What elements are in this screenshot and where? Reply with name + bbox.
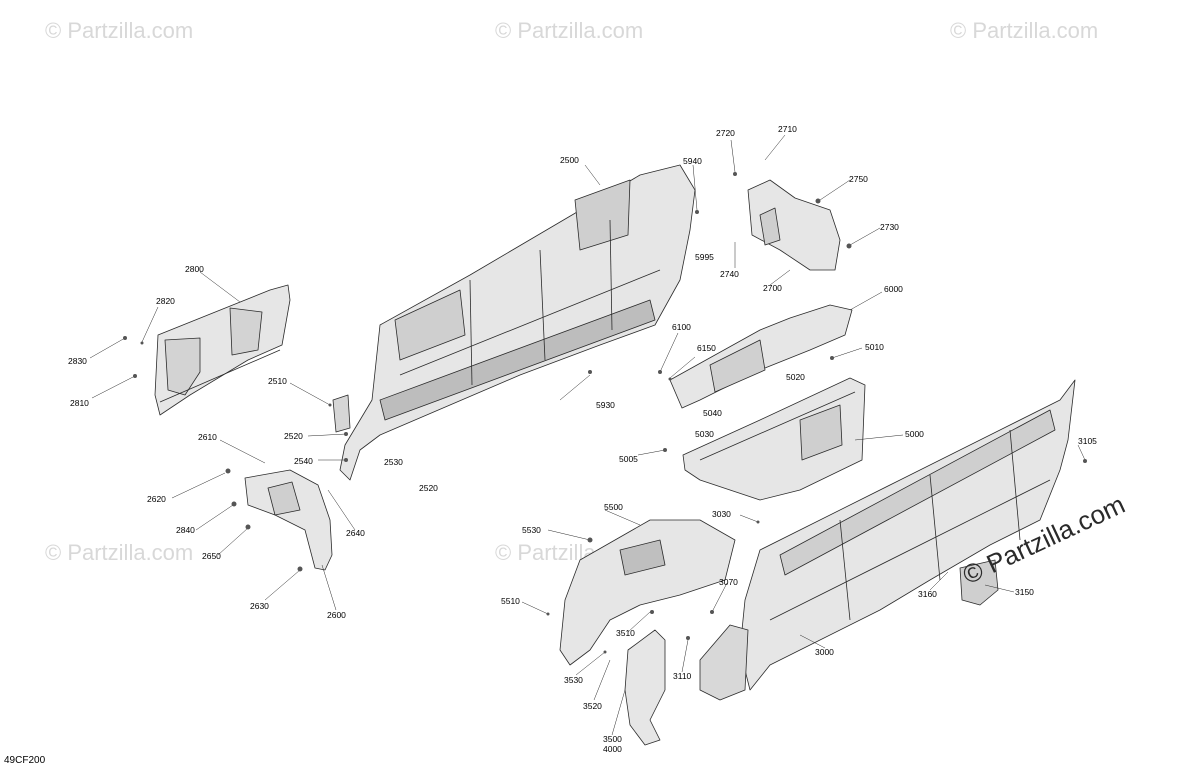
- callout-3160: 3160: [918, 589, 937, 599]
- callout-5500: 5500: [604, 502, 623, 512]
- callout-3530: 3530: [564, 675, 583, 685]
- callout-2510: 2510: [268, 376, 287, 386]
- callout-5020: 5020: [786, 372, 805, 382]
- callout-5030: 5030: [695, 429, 714, 439]
- callout-5930: 5930: [596, 400, 615, 410]
- part-3500-bracket: [624, 629, 666, 746]
- callout-2650: 2650: [202, 551, 221, 561]
- part-5000-box: [682, 377, 866, 501]
- part-3000-frame: [739, 379, 1076, 691]
- callout-2640: 2640: [346, 528, 365, 538]
- callout-2500: 2500: [560, 155, 579, 165]
- part-2510-bracket: [332, 394, 351, 433]
- part-6000-duct: [669, 304, 853, 409]
- callout-2820: 2820: [156, 296, 175, 306]
- watermark-text: © Partzilla.com: [45, 18, 194, 43]
- part-3110-bracket: [699, 624, 749, 701]
- fasteners: [123, 172, 1087, 654]
- part-2800-panel: [154, 284, 291, 416]
- callout-2830: 2830: [68, 356, 87, 366]
- callout-5040: 5040: [703, 408, 722, 418]
- callout-4000: 4000: [603, 744, 622, 754]
- callout-2700: 2700: [763, 283, 782, 293]
- callout-3150: 3150: [1015, 587, 1034, 597]
- callout-2750: 2750: [849, 174, 868, 184]
- callout-3070: 3070: [719, 577, 738, 587]
- callout-2520b: 2520: [419, 483, 438, 493]
- callout-5010: 5010: [865, 342, 884, 352]
- callout-3105: 3105: [1078, 436, 1097, 446]
- callout-2730: 2730: [880, 222, 899, 232]
- watermark-text: © Partzilla.com: [950, 18, 1099, 43]
- part-2700-bracket: [747, 179, 841, 271]
- callout-2740: 2740: [720, 269, 739, 279]
- callout-5940: 5940: [683, 156, 702, 166]
- callout-2800: 2800: [185, 264, 204, 274]
- part-5500-cover: [559, 519, 736, 666]
- callout-3110: 3110: [673, 671, 692, 681]
- callout-3520: 3520: [583, 701, 602, 711]
- callout-5530: 5530: [522, 525, 541, 535]
- callout-2720: 2720: [716, 128, 735, 138]
- callout-2530: 2530: [384, 457, 403, 467]
- callout-3000: 3000: [815, 647, 834, 657]
- callout-2600: 2600: [327, 610, 346, 620]
- callout-2630: 2630: [250, 601, 269, 611]
- callout-3030: 3030: [712, 509, 731, 519]
- callout-2610: 2610: [198, 432, 217, 442]
- callout-2840: 2840: [176, 525, 195, 535]
- callout-5000: 5000: [905, 429, 924, 439]
- callout-3510: 3510: [616, 628, 635, 638]
- part-2500-panel: [339, 164, 696, 481]
- callout-2540: 2540: [294, 456, 313, 466]
- callout-6150: 6150: [697, 343, 716, 353]
- callout-6100: 6100: [672, 322, 691, 332]
- watermark-text: © Partzilla.com: [495, 18, 644, 43]
- watermark-text: © Partzilla.com: [45, 540, 194, 565]
- callout-3500: 3500: [603, 734, 622, 744]
- part-3150-bracket: [959, 559, 999, 606]
- callout-5995: 5995: [695, 252, 714, 262]
- callout-2520: 2520: [284, 431, 303, 441]
- callout-5510: 5510: [501, 596, 520, 606]
- callout-2710: 2710: [778, 124, 797, 134]
- callout-2620: 2620: [147, 494, 166, 504]
- part-2600-bracket: [244, 469, 333, 571]
- callout-5005: 5005: [619, 454, 638, 464]
- callout-2810: 2810: [70, 398, 89, 408]
- diagram-code: 49CF200: [4, 755, 46, 766]
- callout-6000: 6000: [884, 284, 903, 294]
